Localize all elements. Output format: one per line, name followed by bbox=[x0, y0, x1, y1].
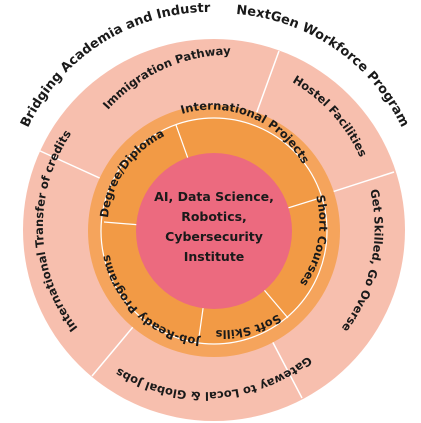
center-line-4: Institute bbox=[184, 249, 245, 264]
center-line-2: Robotics, bbox=[181, 209, 247, 224]
center-circle bbox=[136, 153, 292, 309]
center-line-3: Cybersecurity bbox=[165, 229, 263, 244]
center-line-1: AI, Data Science, bbox=[154, 189, 274, 204]
